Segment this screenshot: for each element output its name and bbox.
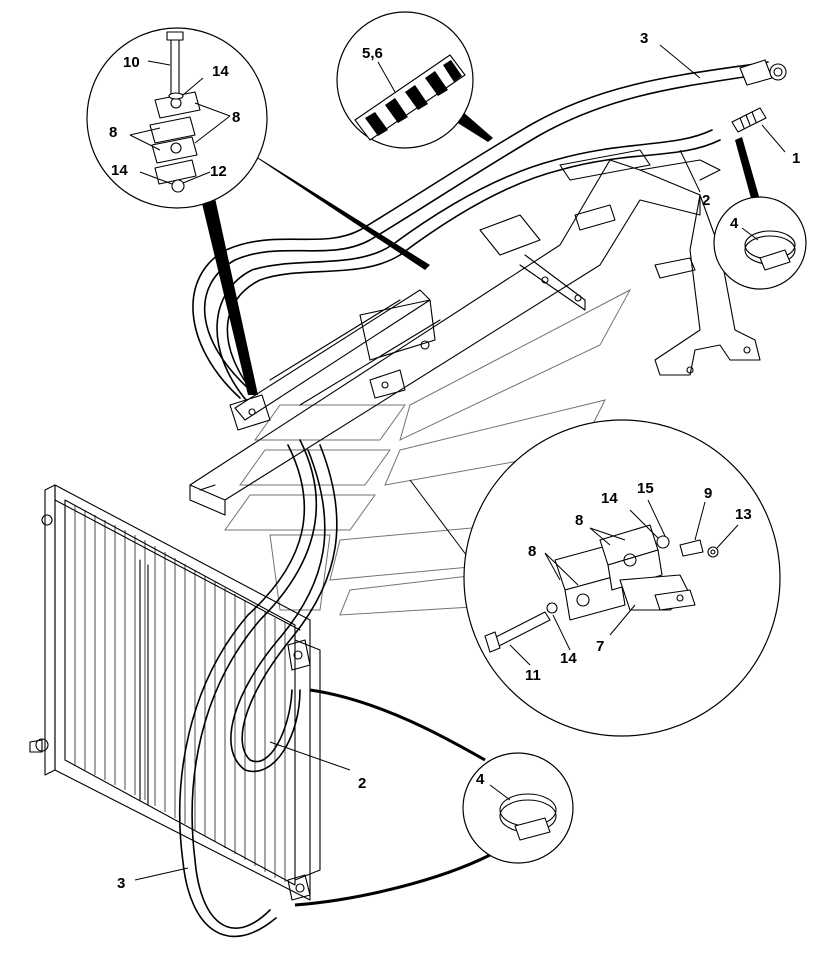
radiator bbox=[29, 484, 321, 901]
detail-bubble-bracket bbox=[409, 419, 781, 737]
detail-bubble-braided-sleeve bbox=[336, 11, 493, 149]
hose-2-upper bbox=[216, 129, 721, 401]
callout-labels: 1 2 2 3 3 4 4 5,6 7 8 8 8 8 9 10 11 12 1… bbox=[109, 30, 800, 892]
callout-9: 9 bbox=[704, 485, 712, 502]
hose-2-lower bbox=[230, 444, 338, 773]
hose-clamp-icon bbox=[744, 230, 796, 271]
detail-bubble-clip-stack bbox=[86, 27, 430, 395]
braided-sleeve-icon bbox=[354, 54, 466, 141]
main-leader-lines bbox=[134, 44, 786, 881]
callout-3: 3 bbox=[117, 875, 125, 892]
detail-bubble-clamp-bottom bbox=[294, 688, 574, 907]
callout-15: 15 bbox=[637, 480, 654, 497]
callout-2: 2 bbox=[358, 775, 366, 792]
callout-14: 14 bbox=[560, 650, 577, 667]
hose-end-fitting bbox=[739, 59, 787, 86]
hose-3-upper bbox=[192, 61, 776, 399]
callout-4: 4 bbox=[476, 771, 485, 788]
callout-10: 10 bbox=[123, 54, 140, 71]
callout-1: 1 bbox=[792, 150, 800, 167]
hose-3-lower bbox=[178, 439, 318, 938]
callout-8: 8 bbox=[109, 124, 117, 141]
callout-4: 4 bbox=[730, 215, 739, 232]
callout-3: 3 bbox=[640, 30, 648, 47]
callout-8: 8 bbox=[232, 109, 240, 126]
callout-5-6: 5,6 bbox=[362, 45, 383, 62]
callout-11: 11 bbox=[525, 667, 541, 684]
callout-14: 14 bbox=[111, 162, 128, 179]
callout-13: 13 bbox=[735, 506, 752, 523]
radiator-fins bbox=[74, 505, 286, 882]
clip-stack-icon bbox=[149, 31, 201, 193]
hose-clamp-icon bbox=[499, 793, 557, 841]
callout-8: 8 bbox=[575, 512, 583, 529]
detail-bubble-clamp-top bbox=[713, 137, 807, 290]
bracket-clamp-icon bbox=[484, 524, 719, 653]
frame-beam bbox=[189, 149, 761, 516]
callout-7: 7 bbox=[596, 638, 604, 655]
callout-14: 14 bbox=[601, 490, 618, 507]
callout-14: 14 bbox=[212, 63, 229, 80]
adapter-fitting bbox=[731, 107, 767, 133]
callout-12: 12 bbox=[210, 163, 227, 180]
callout-8: 8 bbox=[528, 543, 536, 560]
callout-2: 2 bbox=[702, 192, 710, 209]
